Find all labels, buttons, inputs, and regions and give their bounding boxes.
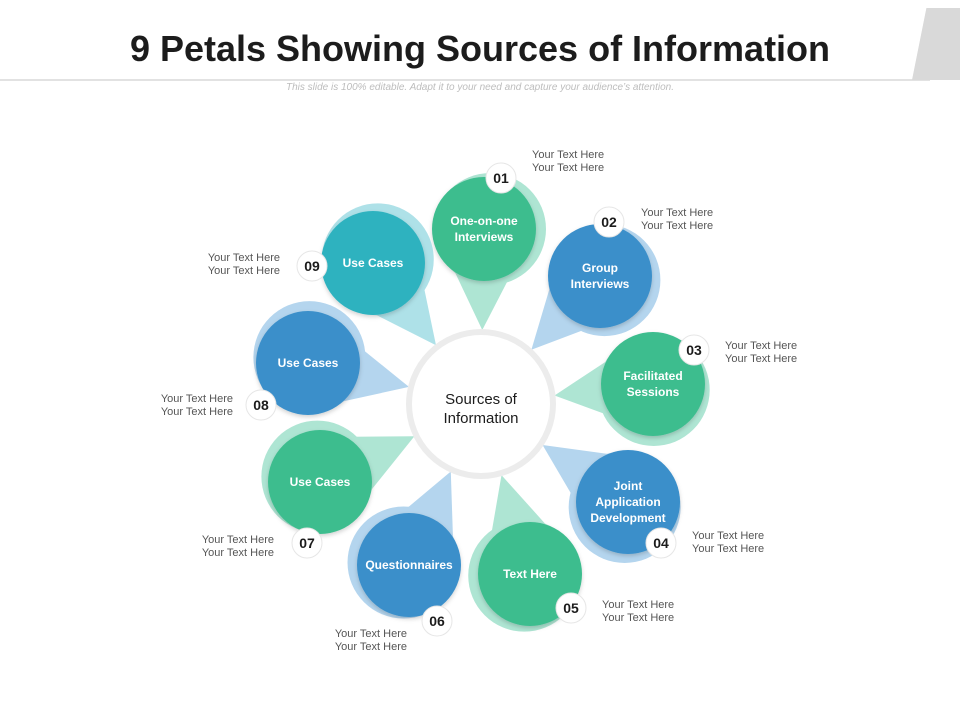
petal-4-note-line1: Your Text Here [692,530,764,542]
slide-subtitle: This slide is 100% editable. Adapt it to… [285,82,675,93]
petal-5-note-line1: Your Text Here [602,599,674,611]
slide-title: 9 Petals Showing Sources of Information [129,28,831,69]
petal-4-note-line2: Your Text Here [692,543,764,555]
petal-3-circle [601,332,705,436]
petal-4-circle [576,450,680,554]
petal-5-note-line2: Your Text Here [602,612,674,624]
petal-1-note-line1: Your Text Here [532,149,604,161]
petal-3-note-line1: Your Text Here [725,340,797,352]
petal-4-number: 04 [653,535,669,551]
petal-8-label-line1: Use Cases [278,356,339,370]
petal-5-badge [555,592,587,624]
petal-6-number: 06 [429,613,445,629]
center-label-line2: Information [443,410,518,427]
petal-7-circle [268,430,372,534]
petal-3-badge [678,334,710,366]
petal-9-label-line1: Use Cases [343,256,404,270]
petal-6-note-line1: Your Text Here [335,628,407,640]
petal-2-label-line1: Group [582,261,618,275]
petal-1-note-line2: Your Text Here [532,162,604,174]
petal-7-note-line2: Your Text Here [202,547,274,559]
petal-6-label-line1: Questionnaires [365,558,453,572]
petal-9-number: 09 [304,258,320,274]
petal-8-circle [256,311,360,415]
petal-4-label-line2: Application [595,495,660,509]
center-hub: Sources of Information [406,329,556,479]
petal-5-number: 05 [563,600,579,616]
petal-8-badge [245,389,277,421]
center-circle [406,329,556,479]
petal-3-label-line2: Sessions [627,385,680,399]
petal-8-note-line1: Your Text Here [161,393,233,405]
petal-6-circle [357,513,461,617]
petal-9-note-line1: Your Text Here [208,252,280,264]
petal-3-note-line2: Your Text Here [725,353,797,365]
petal-9-badge [296,250,328,282]
petal-1-label-line2: Interviews [455,230,514,244]
title-divider [0,79,930,81]
petal-1-number: 01 [493,170,509,186]
petal-2-circle [548,224,652,328]
petal-6-note-line2: Your Text Here [335,641,407,653]
petal-8-number: 08 [253,397,269,413]
petal-2-note-line1: Your Text Here [641,207,713,219]
petal-7-label-line1: Use Cases [290,475,351,489]
petal-7-note-line1: Your Text Here [202,534,274,546]
petal-6-badge [421,605,453,637]
petal-9-note-line2: Your Text Here [208,265,280,277]
petal-2-label-line2: Interviews [571,277,630,291]
petal-2-number: 02 [601,214,617,230]
petal-4-label-line3: Development [590,511,665,525]
petal-1-label-line1: One-on-one [450,214,518,228]
petal-7-number: 07 [299,535,315,551]
petal-1-circle [432,177,536,281]
petal-9-circle [321,211,425,315]
petal-5-label-line1: Text Here [503,567,557,581]
petal-8-note-line2: Your Text Here [161,406,233,418]
petal-3-label-line1: Facilitated [623,369,682,383]
petal-3-number: 03 [686,342,702,358]
petal-4-label-line1: Joint [614,479,643,493]
petal-7-badge [291,527,323,559]
petal-4-badge [645,527,677,559]
center-label-line1: Sources of [445,391,518,408]
petal-2-note-line2: Your Text Here [641,220,713,232]
petal-5-circle [478,522,582,626]
petal-2-badge [593,206,625,238]
petal-1-badge [485,162,517,194]
